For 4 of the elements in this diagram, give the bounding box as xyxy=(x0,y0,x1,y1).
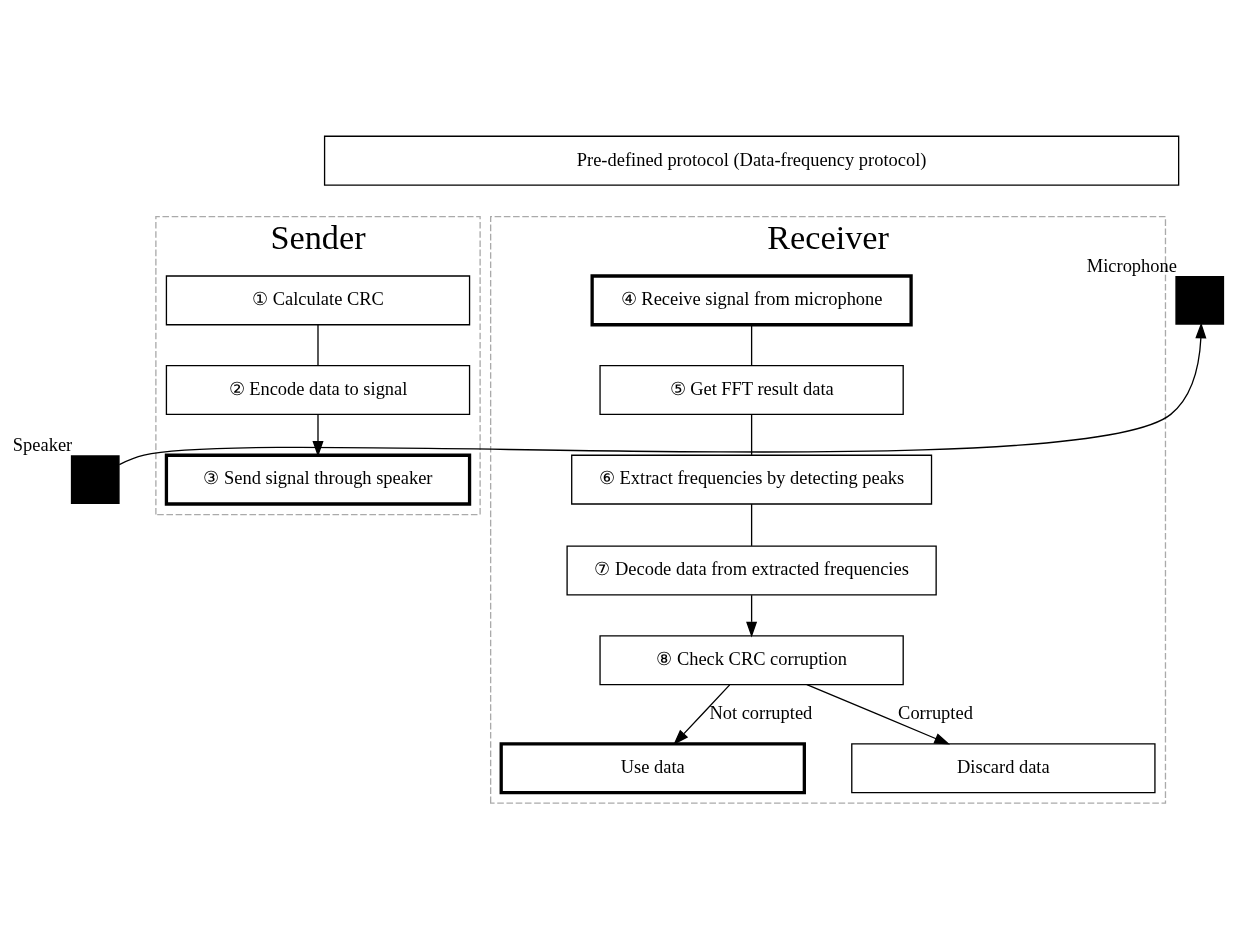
node-label: Speaker xyxy=(12,434,73,455)
edge-label: Not corrupted xyxy=(709,702,813,723)
edge-label: Corrupted xyxy=(898,702,973,723)
node-label: Microphone xyxy=(1086,255,1177,276)
